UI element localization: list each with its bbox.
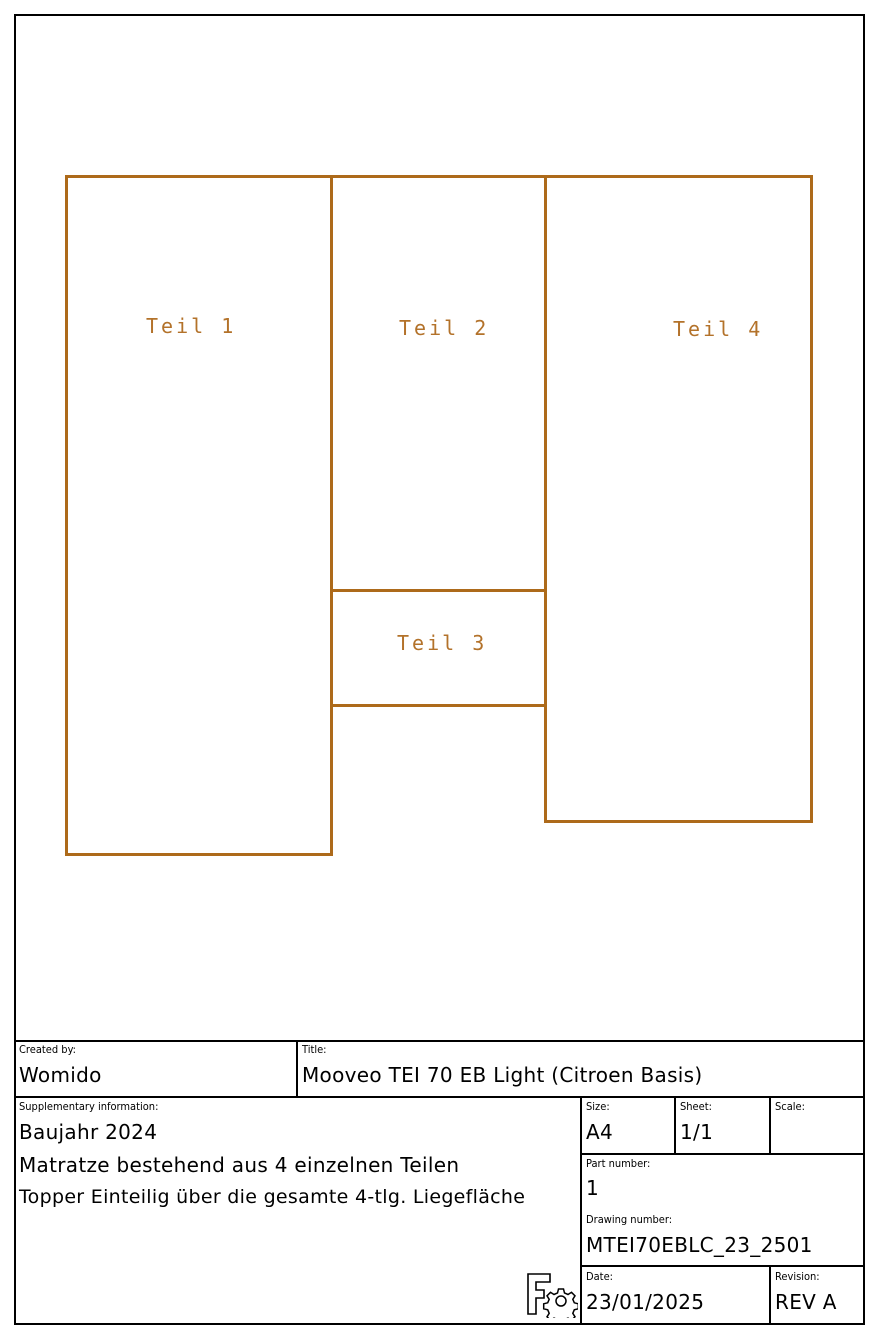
sheet-value: 1/1	[680, 1120, 714, 1144]
supplementary-info-label: Supplementary information:	[19, 1100, 159, 1113]
date-value: 23/01/2025	[586, 1290, 705, 1314]
supplementary-line-1: Baujahr 2024	[19, 1120, 158, 1144]
revision-value: REV A	[775, 1290, 837, 1314]
size-row-divider	[580, 1153, 865, 1155]
size-label: Size:	[586, 1100, 610, 1113]
part-2-outline	[330, 175, 547, 592]
part-4-label: Teil 4	[673, 317, 764, 341]
drawing-number-value: MTEI70EBLC_23_2501	[586, 1233, 813, 1257]
title-block-top-border	[14, 1040, 865, 1042]
part-4-outline	[544, 175, 813, 823]
created-by-label: Created by:	[19, 1043, 76, 1056]
date-revision-divider	[769, 1265, 771, 1325]
part-number-value: 1	[586, 1176, 600, 1200]
part-1-outline	[65, 175, 333, 856]
drawing-number-divider	[580, 1265, 865, 1267]
supplementary-line-2: Matratze bestehend aus 4 einzelnen Teile…	[19, 1153, 460, 1177]
part-3-label: Teil 3	[397, 631, 488, 655]
part-2-label: Teil 2	[399, 316, 490, 340]
part-1-label: Teil 1	[146, 314, 237, 338]
part-number-label: Part number:	[586, 1157, 651, 1170]
freecad-logo-icon	[527, 1273, 578, 1318]
sheet-scale-divider	[769, 1096, 771, 1154]
size-sheet-divider	[674, 1096, 676, 1154]
scale-label: Scale:	[775, 1100, 805, 1113]
title-value: Mooveo TEI 70 EB Light (Citroen Basis)	[302, 1063, 703, 1087]
date-label: Date:	[586, 1270, 613, 1283]
title-label: Title:	[302, 1043, 327, 1056]
drawing-frame	[14, 14, 865, 1325]
created-by-value: Womido	[19, 1063, 102, 1087]
supplementary-line-3: Topper Einteilig über die gesamte 4-tlg.…	[19, 1186, 526, 1208]
size-value: A4	[586, 1120, 614, 1144]
revision-label: Revision:	[775, 1270, 820, 1283]
created-title-divider	[296, 1040, 298, 1097]
title-block-row-divider	[14, 1096, 865, 1098]
info-right-divider	[580, 1096, 582, 1325]
sheet-label: Sheet:	[680, 1100, 712, 1113]
drawing-number-label: Drawing number:	[586, 1213, 673, 1226]
